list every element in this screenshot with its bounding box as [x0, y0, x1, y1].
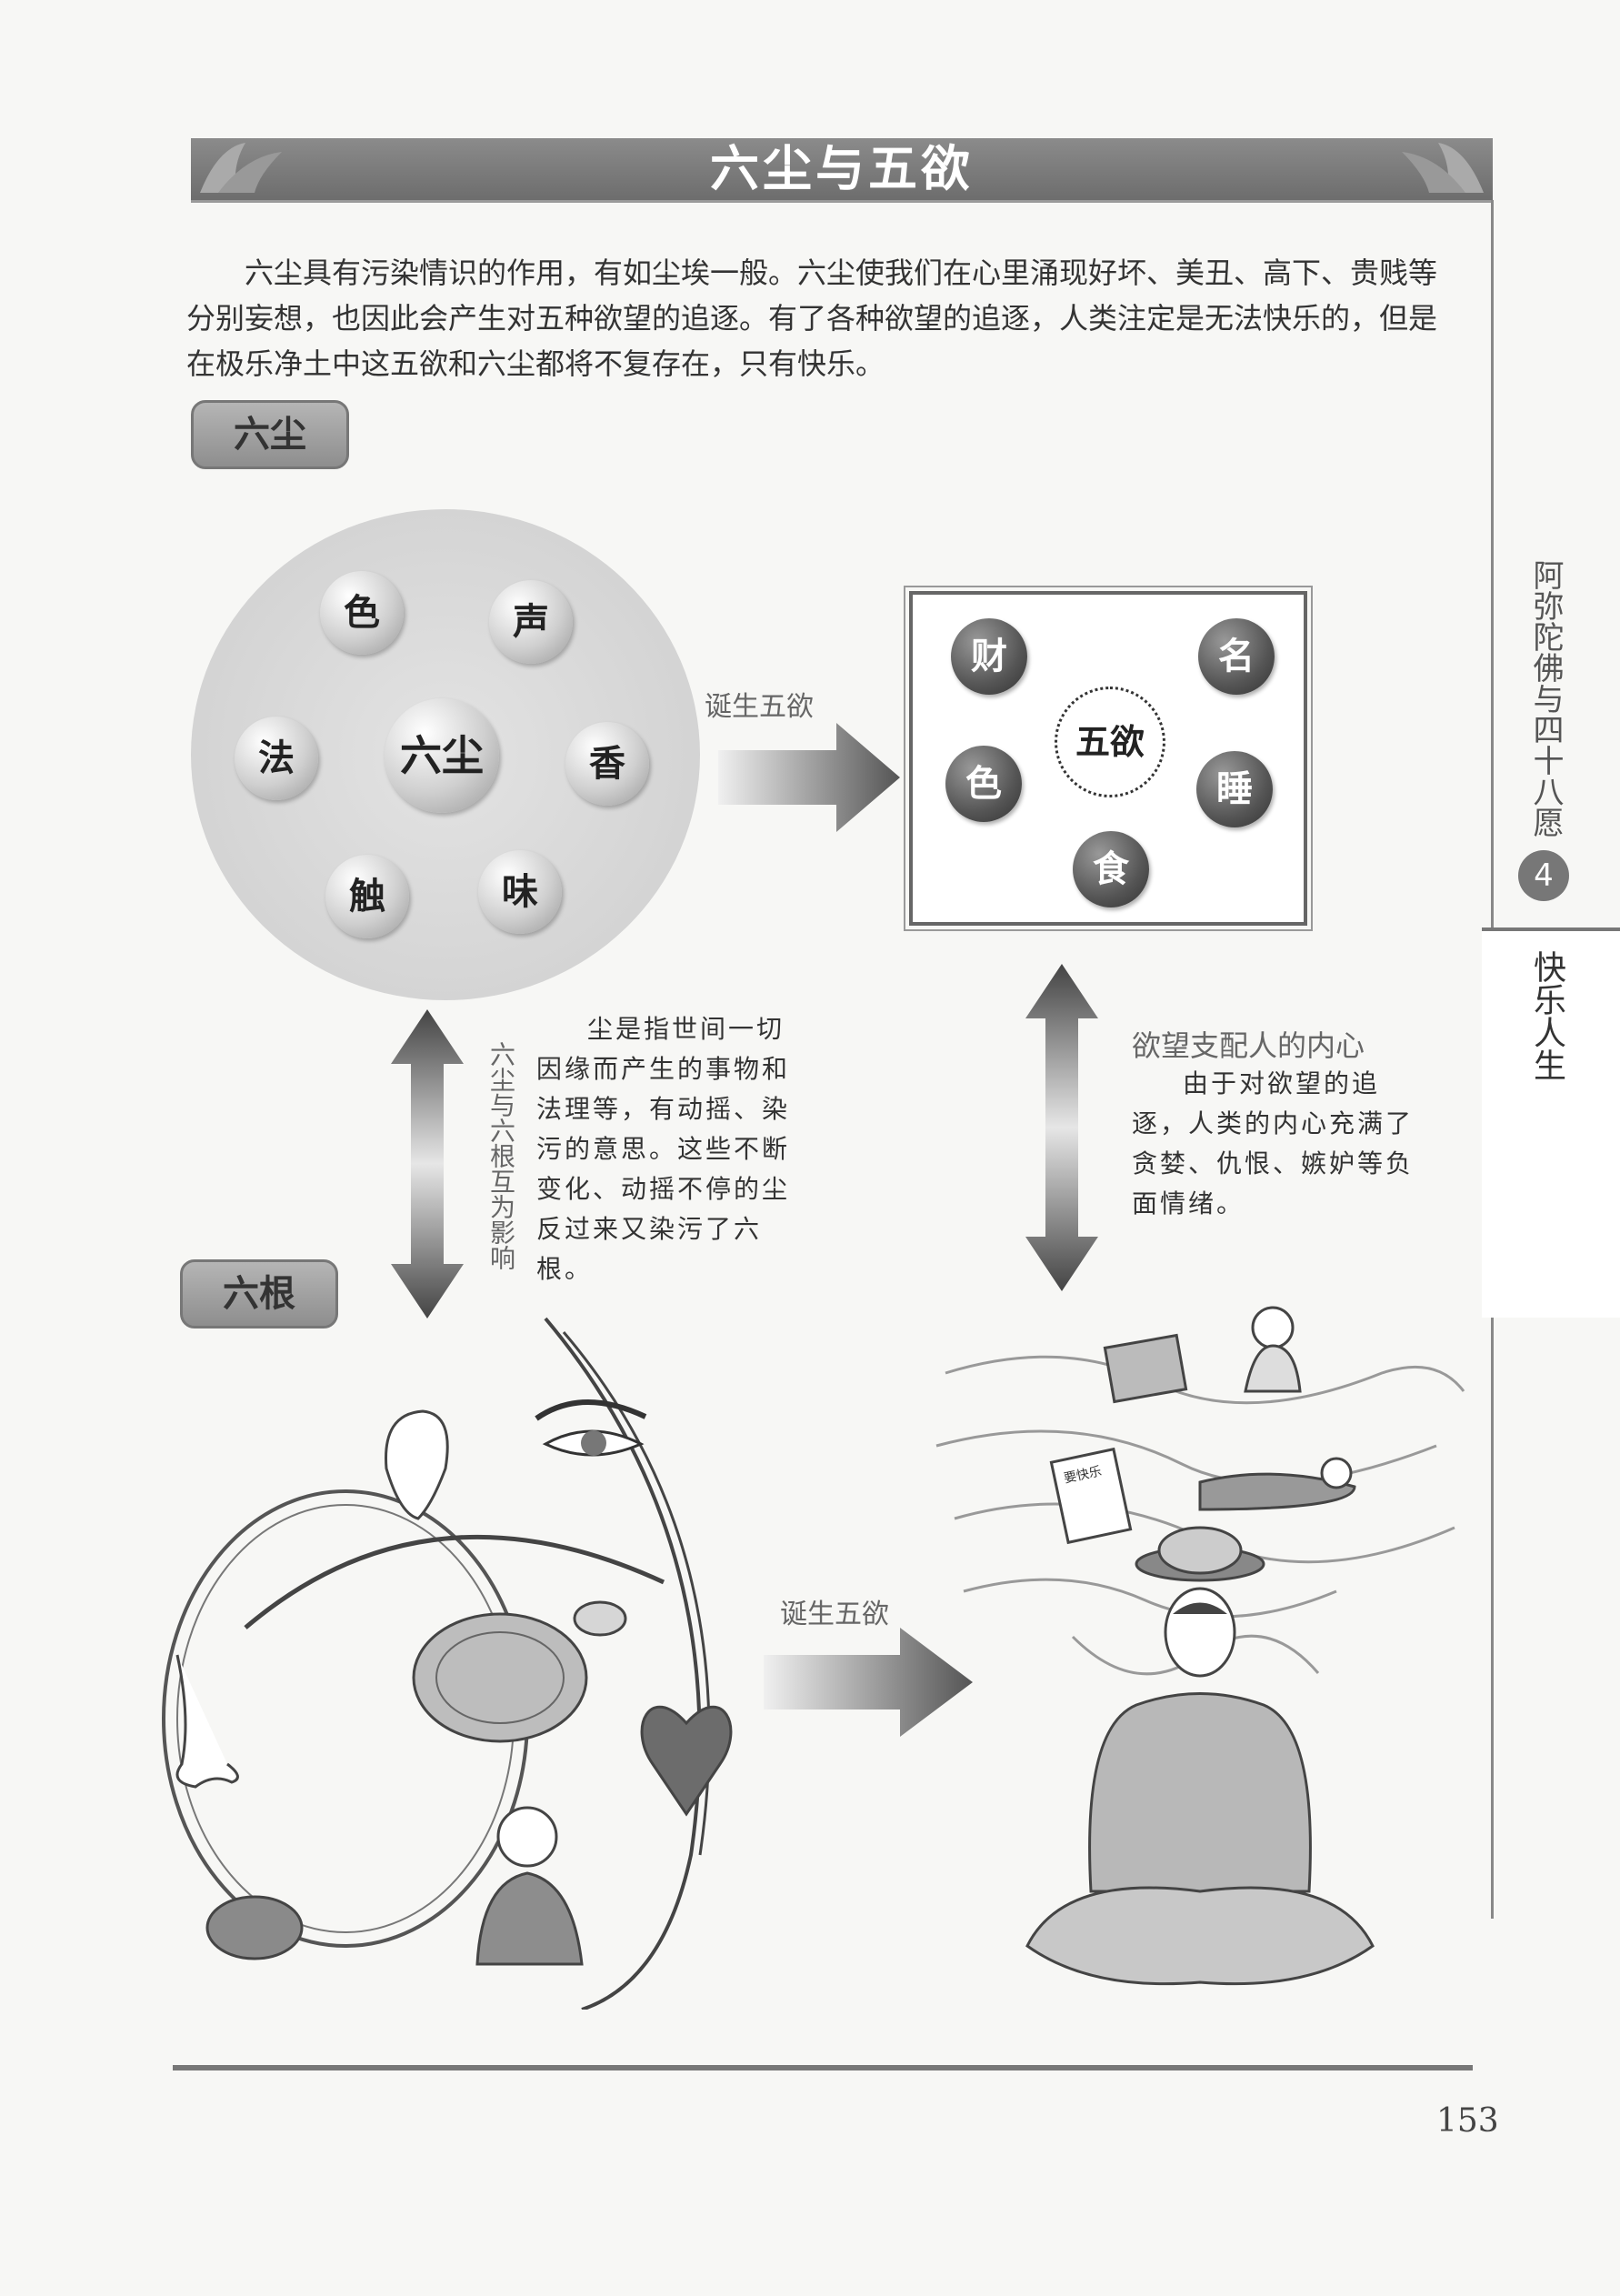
turtle-icon	[244, 1534, 665, 1743]
dust-touch: 触	[325, 855, 409, 938]
desire-food: 食	[1073, 831, 1149, 907]
dust-color: 色	[320, 571, 404, 655]
dust-smell: 香	[565, 722, 649, 806]
arrow-label-top: 诞生五欲	[705, 691, 814, 723]
money-stack-icon	[1103, 1333, 1188, 1404]
desire-fame: 名	[1198, 618, 1275, 695]
desire-heading: 欲望支配人的内心	[1132, 1028, 1365, 1063]
desire-wealth: 财	[951, 618, 1027, 695]
dust-sound: 声	[489, 580, 573, 664]
double-arrow-left-icon	[391, 1009, 464, 1318]
side-tab	[1482, 927, 1620, 1318]
section-title: 快乐人生	[1528, 950, 1565, 1081]
six-roots-illustration	[162, 1317, 733, 2010]
book-icon: 要快乐	[1049, 1447, 1133, 1545]
mutual-influence-label: 六尘与六根互为影响	[486, 1041, 516, 1270]
roast-chicken-icon	[1135, 1526, 1265, 1582]
person-icon	[475, 1806, 584, 1966]
heart-icon	[640, 1705, 733, 1817]
sleeping-person-icon	[1198, 1457, 1356, 1511]
lotus-ornament-left-icon	[200, 143, 282, 193]
eye-icon	[535, 1399, 647, 1457]
intro-paragraph: 六尘具有污染情识的作用，有如尘埃一般。六尘使我们在心里涌现好坏、美丑、高下、贵贱…	[186, 256, 1438, 381]
page-number: 153	[1436, 2102, 1499, 2140]
ear-icon	[385, 1409, 449, 1520]
woman-icon	[1244, 1306, 1302, 1393]
dust-definition-note: 尘是指世间一切因缘而产生的事物和法理等，有动摇、染污的意思。这些不断变化、动摇不…	[536, 1014, 791, 1284]
tongue-icon	[205, 1895, 304, 1960]
double-arrow-right-icon	[1025, 964, 1098, 1291]
desire-sleep: 睡	[1196, 751, 1273, 827]
right-arrow-bottom-icon	[764, 1628, 973, 1737]
right-arrow-icon	[718, 723, 900, 832]
desire-note: 由于对欲望的追逐，人类的内心充满了贪婪、仇恨、嫉妒等负面情绪。	[1132, 1068, 1415, 1218]
desire-sex: 色	[945, 746, 1022, 822]
lotus-ornament-right-icon	[1402, 143, 1484, 193]
title-banner	[191, 138, 1493, 203]
six-dusts-label: 六尘	[191, 400, 349, 469]
book-title: 阿弥陀佛与四十八愿	[1527, 559, 1564, 837]
five-desires-center: 五欲	[1055, 687, 1165, 797]
nose-icon	[175, 1654, 239, 1789]
page-title: 六尘与五欲	[710, 140, 974, 197]
meditating-man-icon	[1025, 1587, 1375, 1986]
meditation-illustration: 要快乐	[935, 1306, 1465, 1986]
frame-bottom-border	[173, 2065, 1473, 2070]
dust-taste: 味	[478, 850, 562, 934]
six-roots-label: 六根	[180, 1259, 338, 1328]
chapter-number: 4	[1518, 850, 1569, 901]
six-dusts-center: 六尘	[385, 698, 499, 813]
arrow-label-bottom: 诞生五欲	[780, 1599, 889, 1630]
dust-dharma: 法	[235, 717, 318, 800]
